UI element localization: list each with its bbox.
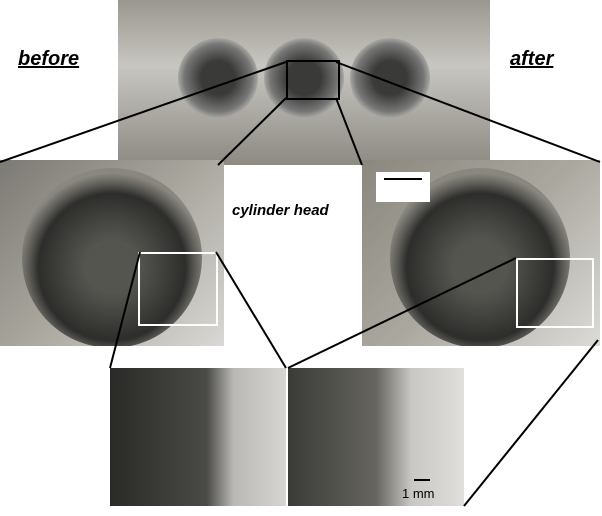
- connector-line: [217, 97, 287, 166]
- before-label: before: [18, 48, 80, 70]
- connector-line: [109, 251, 141, 369]
- connector-line: [215, 251, 287, 369]
- detail-region-box: [138, 252, 218, 326]
- scale-bar-box: [376, 172, 430, 202]
- valve-bore: [22, 168, 202, 346]
- scale-bar: [414, 479, 430, 481]
- cylinder-port: [350, 38, 430, 118]
- detail-after-photo: [288, 368, 464, 506]
- cylinder-head-photo: [118, 0, 490, 165]
- valve-seat-before-photo: [0, 160, 224, 346]
- connector-line: [335, 97, 363, 166]
- connector-line: [463, 339, 599, 507]
- connector-line: [287, 257, 517, 369]
- after-label: after: [510, 48, 554, 70]
- valve-seat-after-photo: [362, 160, 600, 346]
- detail-region-box: [516, 258, 594, 328]
- zoom-region-box: [286, 60, 340, 100]
- detail-before-photo: [110, 368, 286, 506]
- scale-label: 1 mm: [402, 486, 435, 501]
- cylinder-port: [264, 38, 344, 118]
- cylinder-port: [178, 38, 258, 118]
- connector-line: [0, 61, 287, 163]
- connector-line: [335, 61, 601, 163]
- cylinder-head-label: cylinder head: [232, 202, 329, 219]
